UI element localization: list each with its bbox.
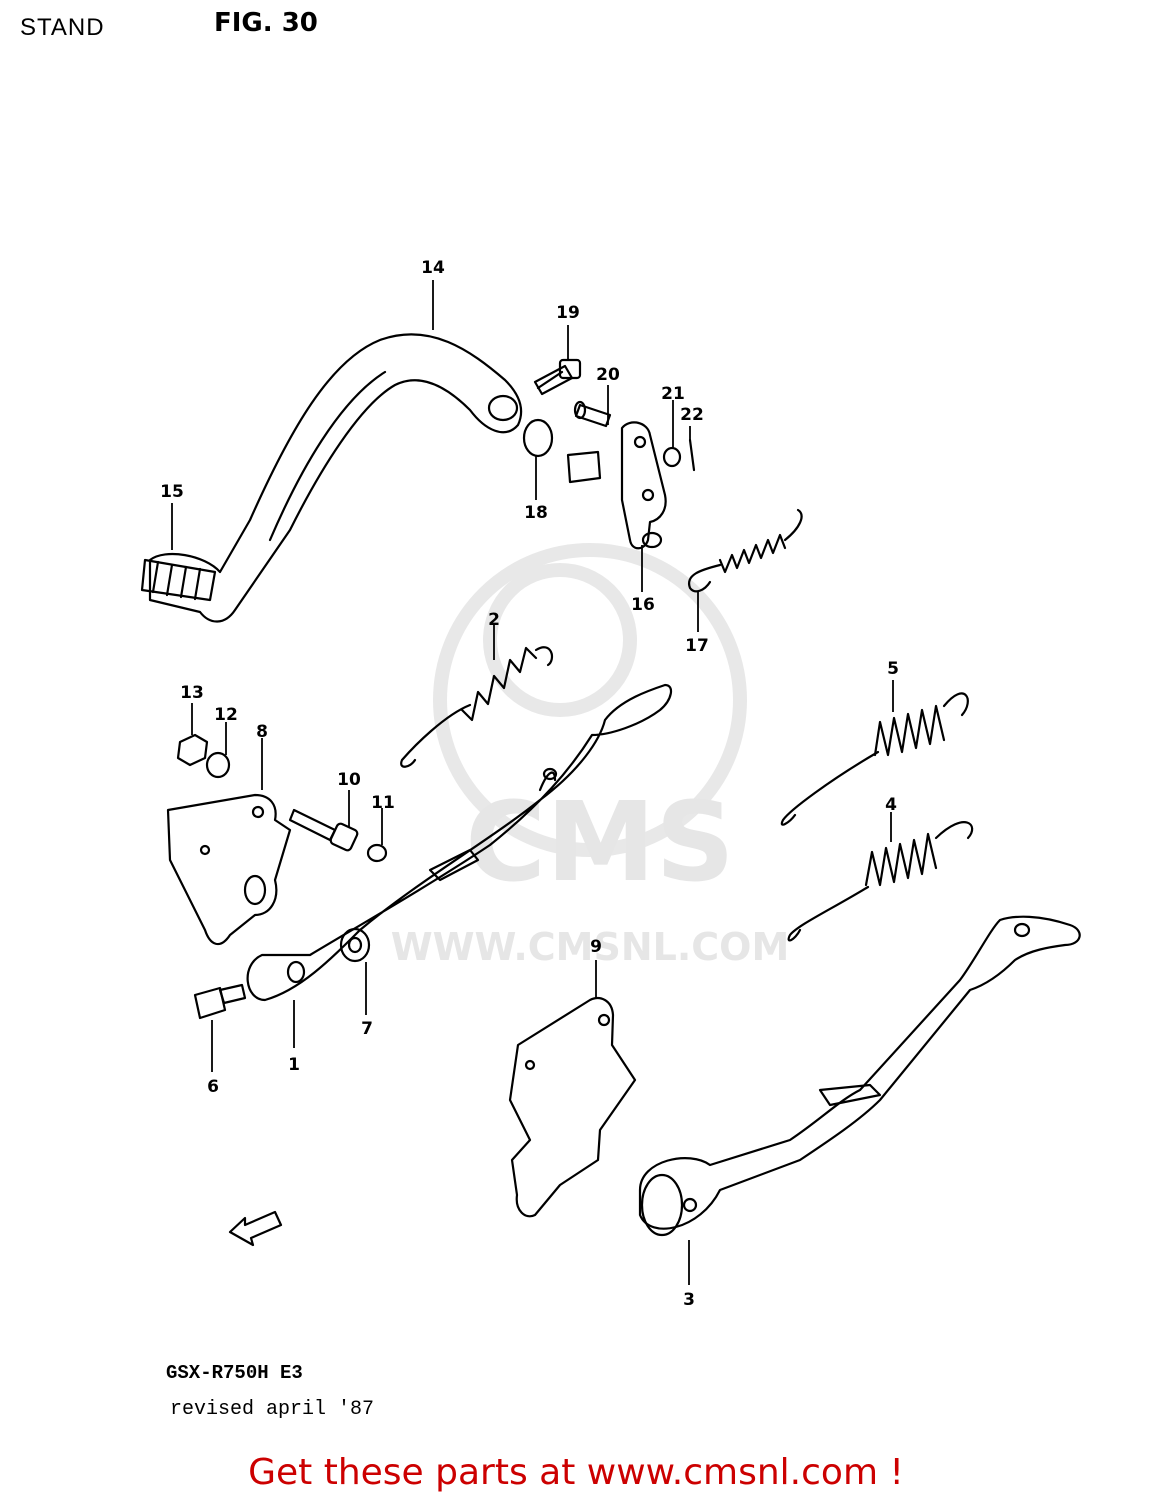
callout-18: 18 xyxy=(524,503,548,523)
model-label: GSX-R750H E3 xyxy=(166,1362,303,1384)
watermark-url: WWW.CMSNL.COM xyxy=(391,925,790,969)
section-title: STAND xyxy=(20,14,105,41)
bolt-part-19[interactable] xyxy=(533,358,582,396)
cotter-pin-part-22[interactable] xyxy=(688,438,696,472)
callout-14: 14 xyxy=(421,258,445,278)
callout-13: 13 xyxy=(180,683,204,703)
link-arm-part-16[interactable] xyxy=(566,421,667,550)
pedal-grip-part-15[interactable] xyxy=(140,558,217,602)
callout-15: 15 xyxy=(160,482,184,502)
callout-21: 21 xyxy=(661,384,685,404)
callout-19: 19 xyxy=(556,303,580,323)
watermark-brand: CMS xyxy=(465,778,734,906)
pedal-part-14[interactable] xyxy=(148,333,523,623)
callout-5: 5 xyxy=(887,659,899,679)
watermark-logo-head xyxy=(483,563,637,717)
washer-part-21[interactable] xyxy=(662,446,682,468)
revision-note: revised april '87 xyxy=(170,1398,375,1421)
callout-2: 2 xyxy=(488,610,500,630)
side-stand-part-3[interactable] xyxy=(638,915,1081,1237)
spring-part-5[interactable] xyxy=(780,692,969,826)
bolt-part-6[interactable] xyxy=(193,983,247,1020)
callout-10: 10 xyxy=(337,770,361,790)
callout-7: 7 xyxy=(361,1019,373,1039)
callout-12: 12 xyxy=(214,705,238,725)
bracket-part-9[interactable] xyxy=(508,997,637,1218)
callout-8: 8 xyxy=(256,722,268,742)
leader-lines xyxy=(171,280,894,1285)
callout-1: 1 xyxy=(288,1055,300,1075)
callout-6: 6 xyxy=(207,1077,219,1097)
figure-number: FIG. 30 xyxy=(214,8,318,38)
bracket-part-8[interactable] xyxy=(166,793,292,946)
callout-9: 9 xyxy=(590,937,602,957)
callout-11: 11 xyxy=(371,793,395,813)
forward-arrow-icon xyxy=(228,1210,283,1247)
pin-part-20[interactable] xyxy=(573,400,612,428)
washer-part-18[interactable] xyxy=(522,418,554,458)
callout-3: 3 xyxy=(683,1290,695,1310)
callout-22: 22 xyxy=(680,405,704,425)
footer-link[interactable]: Get these parts at www.cmsnl.com ! xyxy=(248,1452,904,1493)
callout-17: 17 xyxy=(685,636,709,656)
watermark-logo-circle xyxy=(433,543,747,857)
spring-part-2[interactable] xyxy=(400,646,554,768)
spring-part-17[interactable] xyxy=(687,508,803,593)
spring-part-4[interactable] xyxy=(787,821,974,942)
plug-part-11[interactable] xyxy=(366,843,388,863)
bushing-part-7[interactable] xyxy=(339,927,371,963)
callout-20: 20 xyxy=(596,365,620,385)
nut-part-13[interactable] xyxy=(176,733,209,767)
callout-16: 16 xyxy=(631,595,655,615)
washer-part-12[interactable] xyxy=(205,751,231,779)
callout-4: 4 xyxy=(885,795,897,815)
main-stand-part-1[interactable] xyxy=(246,683,673,1002)
